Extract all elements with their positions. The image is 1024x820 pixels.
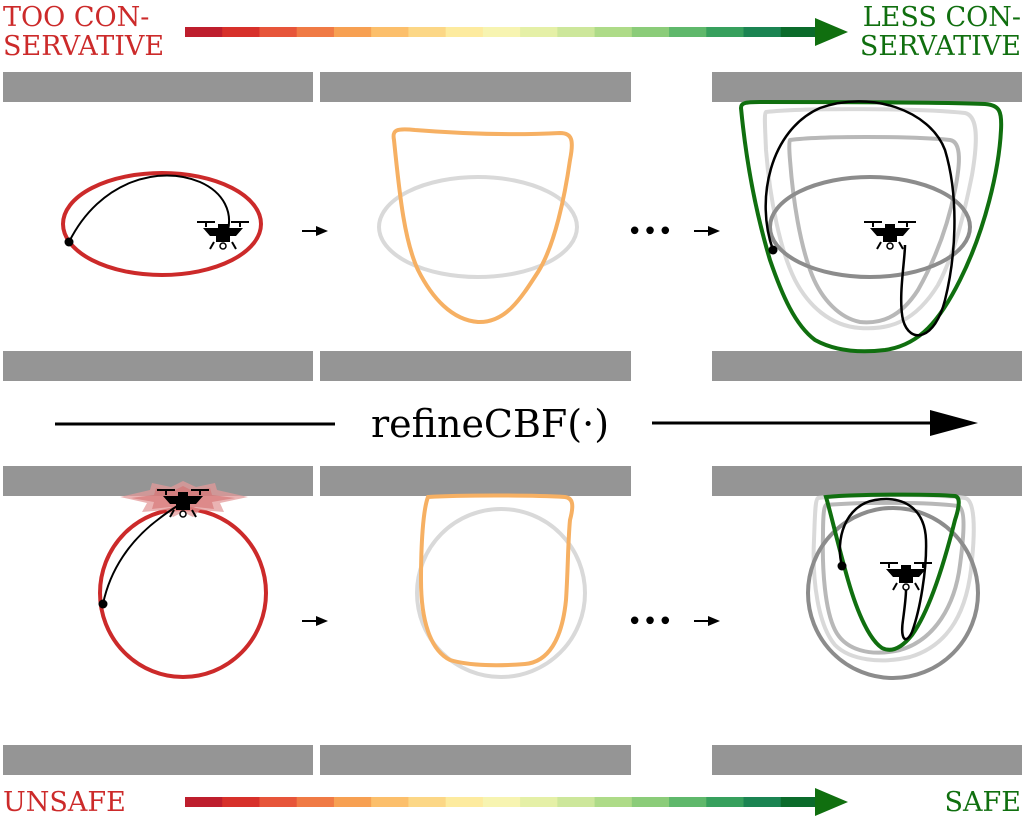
wall-low-2 — [320, 466, 631, 496]
initial-safe-set-red — [98, 507, 268, 679]
bottom-gradient-arrowhead — [815, 788, 848, 816]
top-gradient-arrowhead — [815, 18, 848, 46]
gradient-segment — [259, 797, 298, 807]
top-panel-initial — [61, 171, 263, 277]
gradient-segment — [371, 797, 410, 807]
gradient-segment — [408, 27, 447, 37]
trajectory-start-dot — [768, 245, 778, 255]
bottom-panel-refined — [415, 493, 587, 679]
right-arrow-icon — [301, 225, 329, 237]
trajectory-top-1 — [68, 174, 230, 243]
gradient-segment — [780, 797, 819, 807]
gradient-segment — [408, 797, 447, 807]
gradient-segment — [520, 27, 558, 37]
top-gradient-bar — [185, 27, 819, 37]
gradient-segment — [669, 797, 707, 807]
initial-set-dark-gray — [806, 506, 980, 680]
label-too-conservative-1: TOO CON- — [3, 2, 149, 33]
refined-safe-set-orange — [418, 493, 575, 668]
top-panel-refined — [377, 127, 579, 325]
wall-top-2 — [320, 72, 631, 102]
gradient-segment — [333, 797, 372, 807]
ellipsis-top: ••• — [627, 217, 673, 247]
refined-safe-set-orange — [391, 127, 574, 325]
gradient-segment — [259, 27, 298, 37]
gradient-segment — [594, 27, 633, 37]
gradient-segment — [296, 797, 335, 807]
refine-operator-arrow — [55, 410, 978, 436]
trajectory-top-3 — [764, 100, 956, 337]
gradient-segment — [333, 27, 372, 37]
previous-safe-set-gray — [377, 175, 579, 279]
gradient-segment — [743, 797, 782, 807]
wall-mid-2 — [320, 351, 631, 381]
gradient-segment — [780, 27, 819, 37]
label-less-conservative-1: LESS CON- — [863, 2, 1021, 33]
intermediate-set-1 — [762, 107, 978, 331]
wall-bottom-1 — [3, 745, 313, 775]
right-arrow-icon — [301, 615, 329, 627]
bottom-panel-converged — [806, 492, 980, 680]
bottom-gradient-bar — [185, 797, 819, 807]
previous-safe-set-gray — [415, 507, 587, 679]
label-unsafe: UNSAFE — [3, 787, 126, 818]
gradient-segment — [631, 797, 670, 807]
wall-mid-3 — [712, 351, 1022, 381]
ellipsis-bottom: ••• — [627, 607, 673, 637]
wall-low-3 — [712, 466, 1022, 496]
gradient-segment — [669, 27, 707, 37]
right-arrow-icon — [693, 225, 721, 237]
wall-mid-1 — [3, 351, 313, 381]
top-panel-converged — [738, 99, 1004, 354]
quadcopter-icon — [196, 221, 250, 250]
quadcopter-icon — [863, 221, 917, 250]
refine-operator-label: refineCBF(·) — [371, 402, 609, 446]
gradient-segment — [185, 27, 223, 37]
wall-top-1 — [3, 72, 313, 102]
bottom-panel-initial — [98, 481, 268, 679]
initial-safe-set-red — [61, 171, 263, 277]
gradient-segment — [631, 27, 670, 37]
gradient-segment — [557, 797, 596, 807]
gradient-segment — [482, 27, 521, 37]
trajectory-start-dot — [64, 237, 74, 247]
gradient-segment — [482, 797, 521, 807]
wall-bottom-3 — [712, 745, 1022, 775]
gradient-segment — [371, 27, 410, 37]
converged-safe-set-green — [823, 492, 961, 652]
trajectory-start-dot — [837, 561, 847, 571]
right-arrow-icon — [693, 615, 721, 627]
gradient-segment — [445, 27, 484, 37]
gradient-segment — [706, 797, 745, 807]
converged-safe-set-green — [738, 99, 1004, 354]
walls — [3, 72, 1022, 775]
gradient-segment — [445, 797, 484, 807]
gradient-segment — [222, 797, 261, 807]
label-safe: SAFE — [945, 787, 1021, 818]
initial-set-dark-gray — [768, 175, 972, 279]
wall-bottom-2 — [320, 745, 631, 775]
gradient-segment — [185, 797, 223, 807]
gradient-segment — [557, 27, 596, 37]
gradient-segment — [296, 27, 335, 37]
gradient-segment — [594, 797, 633, 807]
label-too-conservative-2: SERVATIVE — [3, 31, 164, 62]
label-less-conservative-2: SERVATIVE — [860, 31, 1021, 62]
gradient-segment — [222, 27, 261, 37]
gradient-segment — [520, 797, 558, 807]
wall-top-3 — [712, 72, 1022, 102]
gradient-segment — [706, 27, 745, 37]
gradient-segment — [743, 27, 782, 37]
trajectory-bottom-3 — [838, 497, 928, 641]
trajectory-start-dot — [98, 599, 108, 609]
